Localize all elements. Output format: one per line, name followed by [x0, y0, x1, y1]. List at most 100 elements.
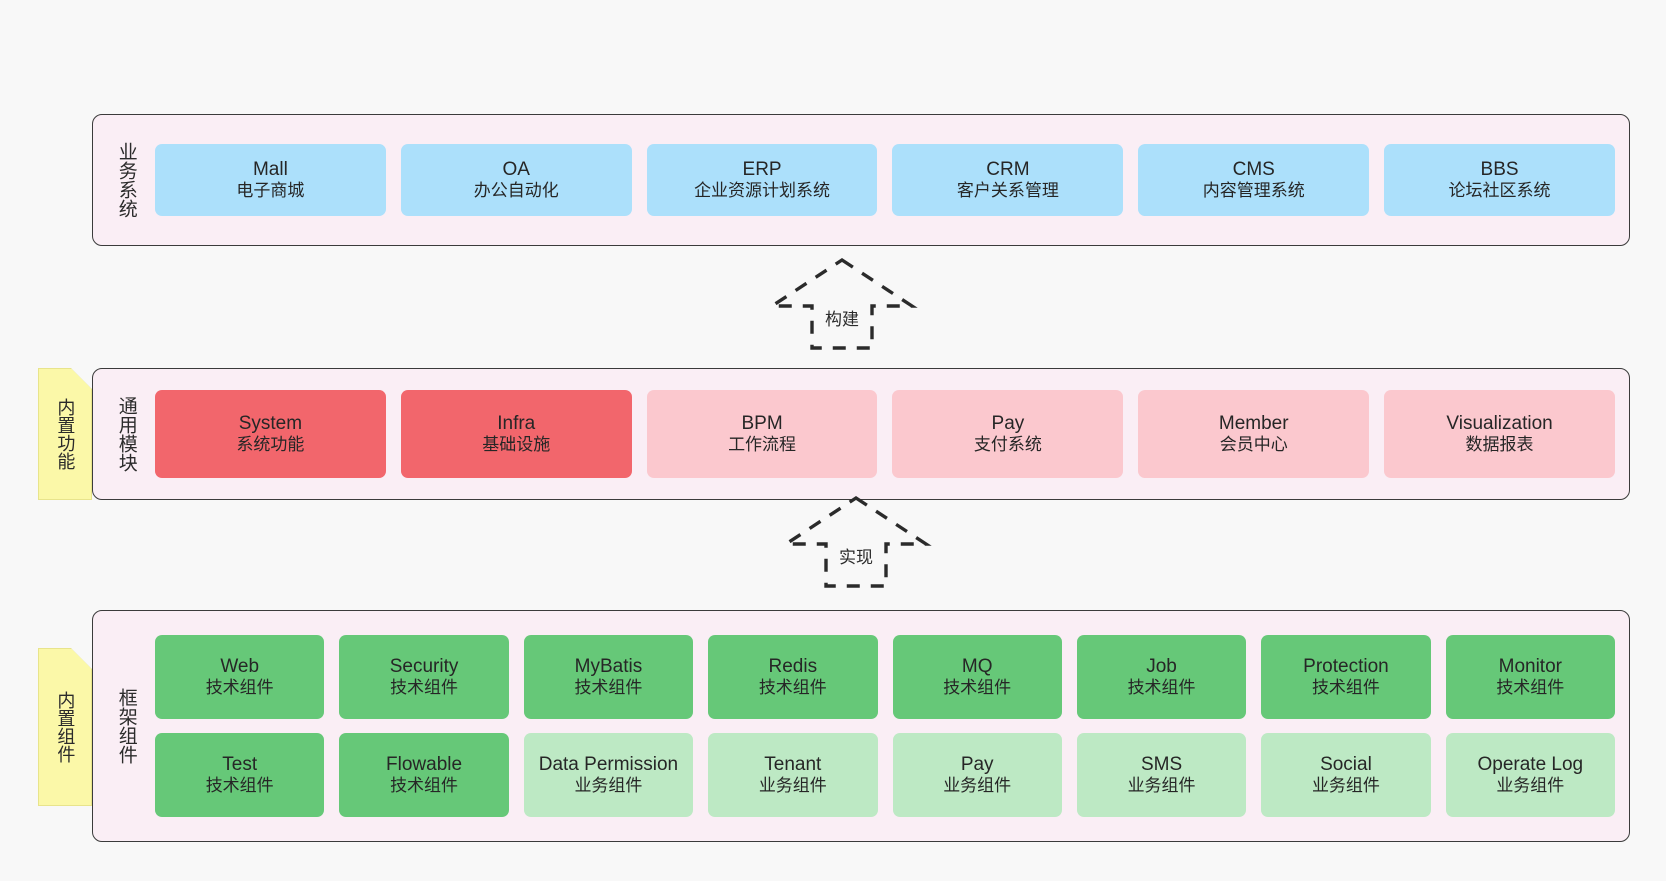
module-card-data-permission[interactable]: Data Permission 业务组件	[523, 733, 694, 817]
layer-body-business-system: Mall 电子商城 OA 办公自动化 ERP 企业资源计划系统 CRM 客户关系…	[145, 115, 1629, 245]
module-subtitle: 电子商城	[236, 181, 305, 201]
module-title: Pay	[960, 754, 994, 776]
module-subtitle: 工作流程	[728, 435, 797, 455]
module-card-operate-log[interactable]: Operate Log 业务组件	[1445, 733, 1615, 817]
module-card-tenant[interactable]: Tenant 业务组件	[708, 733, 878, 817]
connector-implement: 实现	[776, 494, 936, 590]
module-title: ERP	[742, 159, 782, 181]
module-card-security[interactable]: Security 技术组件	[339, 635, 509, 719]
module-title: CRM	[986, 159, 1030, 181]
module-card-oa[interactable]: OA 办公自动化	[400, 144, 632, 216]
module-title: Member	[1218, 413, 1289, 435]
module-card-bpm[interactable]: BPM 工作流程	[646, 390, 878, 478]
module-subtitle: 业务组件	[758, 776, 827, 796]
module-subtitle: 业务组件	[1496, 776, 1565, 796]
module-card-mybatis[interactable]: MyBatis 技术组件	[523, 635, 694, 719]
module-title: Social	[1320, 754, 1372, 776]
sticky-note-builtin-features: 内置功能	[38, 368, 92, 500]
module-card-pay[interactable]: Pay 支付系统	[892, 390, 1124, 478]
module-subtitle: 技术组件	[1127, 678, 1196, 698]
layer-label-business-system: 业务系统	[115, 142, 137, 218]
layer-row: Web 技术组件 Security 技术组件 MyBatis 技术组件 Redi…	[155, 635, 1615, 719]
module-subtitle: 业务组件	[1127, 776, 1196, 796]
module-title: BBS	[1480, 159, 1519, 181]
module-subtitle: 技术组件	[943, 678, 1012, 698]
module-card-job[interactable]: Job 技术组件	[1076, 635, 1247, 719]
module-subtitle: 技术组件	[758, 678, 827, 698]
module-subtitle: 基础设施	[482, 435, 551, 455]
dashed-hollow-arrow-up-icon	[766, 257, 918, 350]
layer-common-modules: 通用模块 System 系统功能 Infra 基础设施 BPM 工作流程 Pay…	[92, 368, 1630, 500]
module-subtitle: 技术组件	[390, 776, 459, 796]
module-subtitle: 办公自动化	[473, 181, 559, 201]
module-title: MyBatis	[574, 656, 643, 678]
module-subtitle: 技术组件	[1311, 678, 1380, 698]
layer-label-framework-components: 框架组件	[115, 688, 137, 764]
layer-row: Test 技术组件 Flowable 技术组件 Data Permission …	[155, 733, 1615, 817]
module-title: Redis	[768, 656, 818, 678]
module-subtitle: 业务组件	[943, 776, 1012, 796]
module-title: Security	[389, 656, 459, 678]
layer-body-common-modules: System 系统功能 Infra 基础设施 BPM 工作流程 Pay 支付系统…	[145, 369, 1629, 499]
module-title: Pay	[991, 413, 1025, 435]
module-card-pay-component[interactable]: Pay 业务组件	[892, 733, 1062, 817]
module-card-mall[interactable]: Mall 电子商城	[155, 144, 386, 216]
module-title: Infra	[497, 413, 536, 435]
module-card-member[interactable]: Member 会员中心	[1138, 390, 1370, 478]
module-title: OA	[502, 159, 530, 181]
module-subtitle: 技术组件	[205, 776, 274, 796]
connector-build: 构建	[762, 256, 922, 352]
layer-label-common-modules: 通用模块	[115, 396, 137, 472]
module-title: Monitor	[1498, 656, 1562, 678]
layer-row: Mall 电子商城 OA 办公自动化 ERP 企业资源计划系统 CRM 客户关系…	[155, 144, 1615, 216]
module-subtitle: 内容管理系统	[1202, 181, 1305, 201]
module-card-erp[interactable]: ERP 企业资源计划系统	[646, 144, 878, 216]
module-card-monitor[interactable]: Monitor 技术组件	[1445, 635, 1615, 719]
layer-row: System 系统功能 Infra 基础设施 BPM 工作流程 Pay 支付系统…	[155, 390, 1615, 478]
module-title: Job	[1146, 656, 1177, 678]
connector-label: 构建	[825, 310, 859, 329]
module-card-web[interactable]: Web 技术组件	[155, 635, 325, 719]
module-card-redis[interactable]: Redis 技术组件	[708, 635, 878, 719]
module-card-crm[interactable]: CRM 客户关系管理	[892, 144, 1124, 216]
module-card-mq[interactable]: MQ 技术组件	[892, 635, 1062, 719]
module-card-flowable[interactable]: Flowable 技术组件	[339, 733, 509, 817]
module-subtitle: 业务组件	[1311, 776, 1380, 796]
module-title: SMS	[1140, 754, 1183, 776]
module-card-social[interactable]: Social 业务组件	[1261, 733, 1431, 817]
layer-business-system: 业务系统 Mall 电子商城 OA 办公自动化 ERP 企业资源计划系统 CRM…	[92, 114, 1630, 246]
sticky-note-builtin-components: 内置组件	[38, 648, 92, 806]
module-title: Flowable	[386, 754, 463, 776]
module-title: Test	[222, 754, 258, 776]
module-title: System	[238, 413, 303, 435]
module-title: CMS	[1232, 159, 1275, 181]
module-subtitle: 客户关系管理	[956, 181, 1059, 201]
module-subtitle: 技术组件	[390, 678, 459, 698]
module-title: Tenant	[764, 754, 822, 776]
module-title: BPM	[741, 413, 783, 435]
module-card-cms[interactable]: CMS 内容管理系统	[1138, 144, 1370, 216]
module-card-sms[interactable]: SMS 业务组件	[1076, 733, 1247, 817]
module-title: Visualization	[1446, 413, 1553, 435]
dashed-hollow-arrow-up-icon	[780, 495, 932, 588]
module-title: MQ	[961, 656, 993, 678]
module-title: Mall	[252, 159, 288, 181]
layer-body-framework-components: Web 技术组件 Security 技术组件 MyBatis 技术组件 Redi…	[145, 611, 1629, 841]
module-card-system[interactable]: System 系统功能	[155, 390, 386, 478]
module-title: Operate Log	[1477, 754, 1584, 776]
module-subtitle: 技术组件	[205, 678, 274, 698]
module-subtitle: 技术组件	[574, 678, 643, 698]
module-card-bbs[interactable]: BBS 论坛社区系统	[1384, 144, 1615, 216]
layer-framework-components: 框架组件 Web 技术组件 Security 技术组件 MyBatis 技术组件…	[92, 610, 1630, 842]
module-subtitle: 支付系统	[973, 435, 1042, 455]
module-title: Data Permission	[538, 754, 679, 776]
module-subtitle: 技术组件	[1496, 678, 1565, 698]
module-card-visualization[interactable]: Visualization 数据报表	[1384, 390, 1615, 478]
module-subtitle: 企业资源计划系统	[694, 181, 831, 201]
module-card-test[interactable]: Test 技术组件	[155, 733, 325, 817]
module-card-infra[interactable]: Infra 基础设施	[400, 390, 632, 478]
module-subtitle: 论坛社区系统	[1448, 181, 1551, 201]
module-card-protection[interactable]: Protection 技术组件	[1261, 635, 1431, 719]
module-subtitle: 会员中心	[1219, 435, 1288, 455]
